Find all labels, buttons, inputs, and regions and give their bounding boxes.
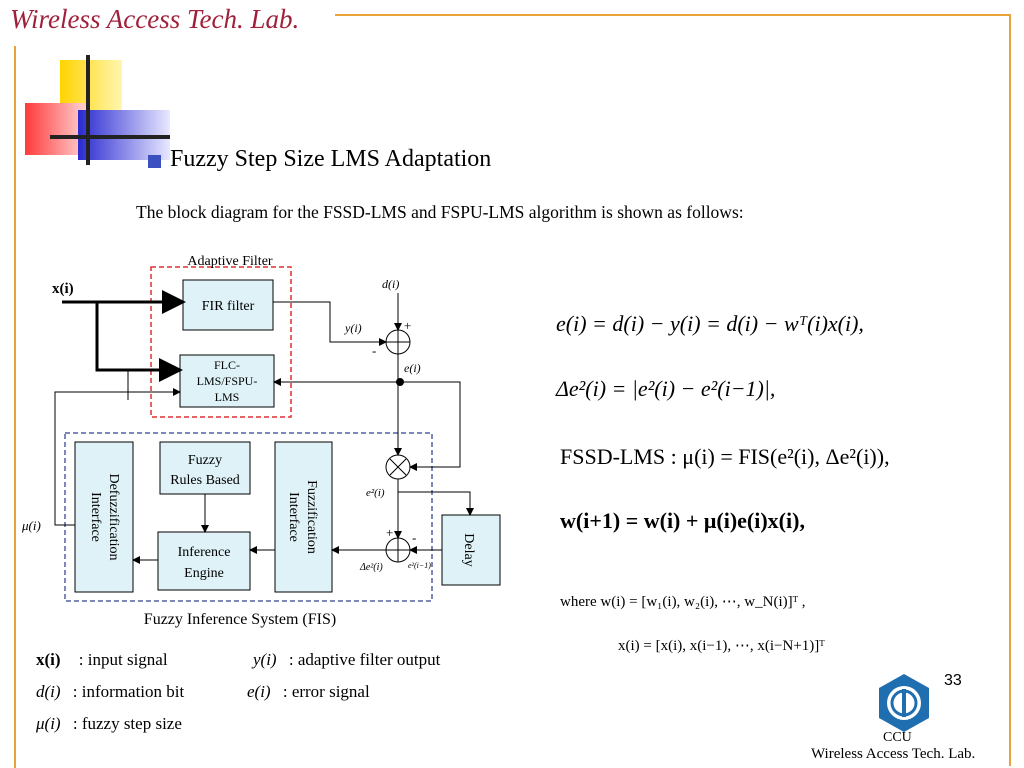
header-title: Wireless Access Tech. Lab. bbox=[10, 4, 300, 34]
legend-desc-mu: : fuzzy step size bbox=[72, 714, 182, 733]
label-y: y(i) bbox=[344, 321, 362, 335]
footer-org: CCU bbox=[883, 730, 912, 745]
fis-label: Fuzzy Inference System (FIS) bbox=[144, 611, 336, 628]
intro-text: The block diagram for the FSSD-LMS and F… bbox=[136, 202, 744, 222]
fuzzification-box bbox=[274, 441, 333, 593]
footer-lab: Wireless Access Tech. Lab. bbox=[811, 746, 976, 762]
equation-delta: Δe²(i) = |e²(i) − e²(i−1)|, bbox=[556, 376, 776, 401]
page-number: 33 bbox=[944, 672, 962, 689]
flc-label-2: LMS/FSPU- bbox=[197, 374, 258, 388]
label-x-input: x(i) bbox=[52, 281, 74, 297]
inference-label-1: Inference bbox=[178, 545, 231, 560]
fuzzy-rules-label-1: Fuzzy bbox=[188, 453, 222, 468]
minus-sign-2: - bbox=[412, 530, 416, 545]
legend-sym-e: e(i) bbox=[247, 682, 271, 701]
label-d: d(i) bbox=[382, 277, 399, 291]
equation-where-x: x(i) = [x(i), x(i−1), ⋯, x(i−N+1)]ᵀ bbox=[618, 638, 825, 654]
plus-sign-1: + bbox=[404, 318, 411, 333]
fuzz-label-2: Interface bbox=[286, 492, 301, 542]
equation-where-w: where w(i) = [w₁(i), w₂(i), ⋯, w_N(i)]ᵀ … bbox=[560, 594, 806, 610]
fir-filter-label: FIR filter bbox=[202, 299, 255, 314]
legend-row-1: x(i) : input signal bbox=[36, 650, 168, 670]
frame-right-line bbox=[1009, 14, 1011, 766]
legend-sym-d: d(i) bbox=[36, 682, 61, 701]
frame-left-line bbox=[14, 46, 16, 768]
ccu-logo-icon bbox=[879, 674, 929, 732]
legend-sym-y: y(i) bbox=[253, 650, 277, 669]
equation-fssd: FSSD-LMS : μ(i) = FIS(e²(i), Δe²(i)), bbox=[560, 444, 890, 469]
fuzzy-rules-box bbox=[159, 441, 251, 495]
delay-box bbox=[441, 514, 501, 586]
legend-row-3: μ(i) : fuzzy step size bbox=[36, 714, 182, 734]
defuzzification-box bbox=[74, 441, 134, 593]
legend-sym-mu: μ(i) bbox=[36, 714, 61, 733]
legend-desc-d: : information bit bbox=[72, 682, 185, 701]
fir-filter-box bbox=[182, 279, 274, 331]
flc-label-1: FLC- bbox=[214, 358, 240, 372]
bullet-square-icon bbox=[148, 155, 161, 168]
defuzz-label-1: Defuzzification bbox=[106, 473, 121, 560]
minus-sign-1: - bbox=[372, 343, 376, 358]
label-e2-prev: e²(i−1) bbox=[408, 561, 431, 570]
legend-desc-x: : input signal bbox=[78, 650, 168, 669]
label-e: e(i) bbox=[404, 361, 421, 375]
fis-region bbox=[64, 432, 433, 602]
decorative-color-blocks bbox=[25, 55, 170, 165]
block-diagram: Adaptive Filter Fuzzy Inference System (… bbox=[21, 254, 501, 628]
label-e2: e²(i) bbox=[366, 487, 385, 499]
adaptive-filter-region bbox=[150, 266, 292, 418]
legend-row-1b: y(i) : adaptive filter output bbox=[253, 650, 440, 670]
frame-top-line bbox=[335, 14, 1011, 16]
flc-label-3: LMS bbox=[215, 390, 240, 404]
legend-row-2b: e(i) : error signal bbox=[247, 682, 370, 702]
adaptive-filter-label: Adaptive Filter bbox=[187, 254, 272, 269]
delay-label: Delay bbox=[461, 533, 476, 566]
fuzz-label-1: Fuzzification bbox=[304, 480, 319, 554]
slide-title: Fuzzy Step Size LMS Adaptation bbox=[170, 146, 492, 172]
legend-sym-x: x(i) bbox=[36, 650, 61, 669]
legend-desc-y: : adaptive filter output bbox=[288, 650, 441, 669]
inference-label-2: Engine bbox=[184, 566, 224, 581]
label-mu: μ(i) bbox=[21, 518, 41, 533]
fuzzy-rules-label-2: Rules Based bbox=[170, 473, 240, 488]
defuzz-label-2: Interface bbox=[88, 492, 103, 542]
inference-engine-box bbox=[157, 531, 251, 591]
legend-desc-e: : error signal bbox=[282, 682, 370, 701]
legend-row-2: d(i) : information bit bbox=[36, 682, 184, 702]
label-delta-e2: Δe²(i) bbox=[359, 562, 383, 573]
equation-update: w(i+1) = w(i) + μ(i)e(i)x(i), bbox=[560, 508, 805, 533]
plus-sign-2: + bbox=[386, 525, 393, 540]
equation-error: e(i) = d(i) − y(i) = d(i) − wᵀ(i)x(i), bbox=[556, 311, 864, 336]
